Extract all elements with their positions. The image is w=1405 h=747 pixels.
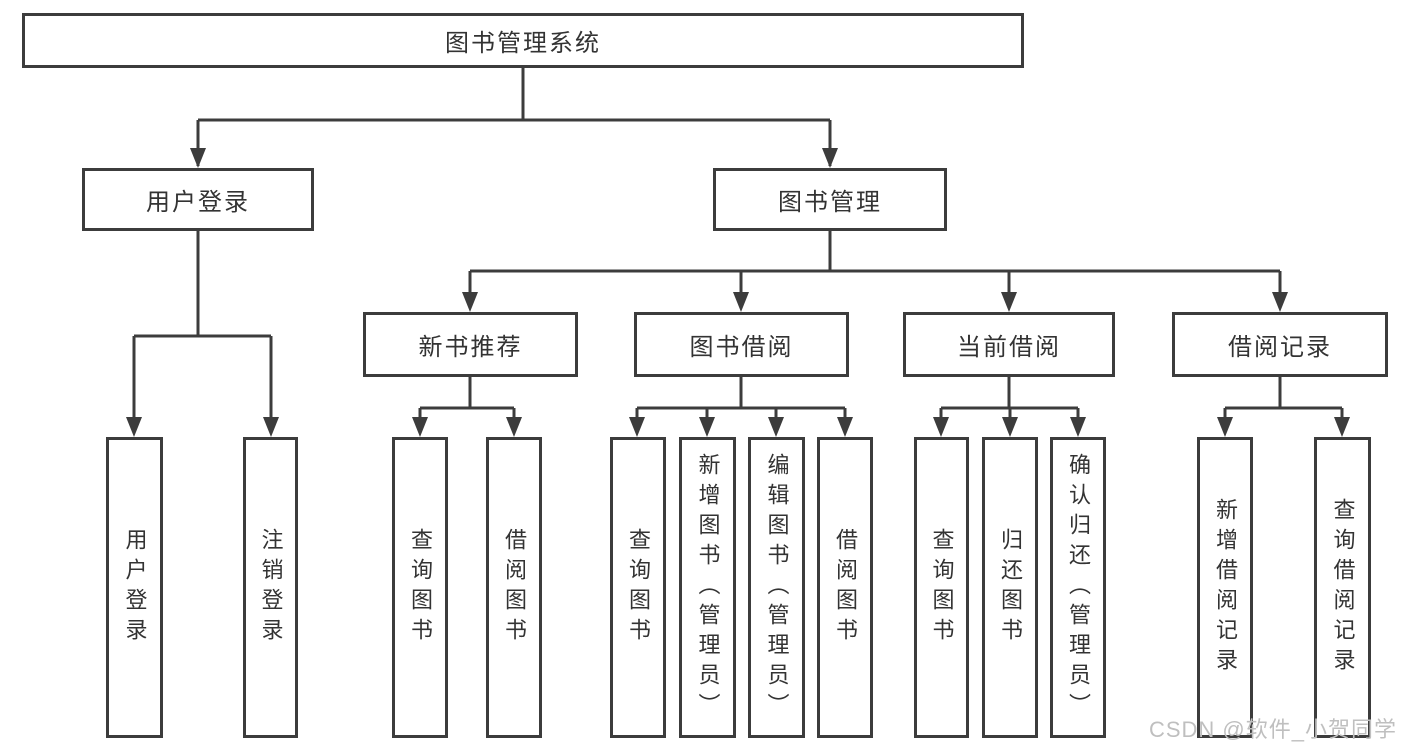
node-leaf-query-books-3: 查询图书 (914, 437, 969, 738)
node-leaf-add-borrow-record: 新增借阅记录 (1197, 437, 1253, 738)
node-leaf-query-borrow-record: 查询借阅记录 (1314, 437, 1371, 738)
node-leaf-borrow-books-2: 借阅图书 (817, 437, 873, 738)
node-new-book-recommendation: 新书推荐 (363, 312, 578, 377)
node-leaf-borrow-books-1: 借阅图书 (486, 437, 542, 738)
node-leaf-return-books: 归还图书 (982, 437, 1038, 738)
node-leaf-user-login: 用户登录 (106, 437, 163, 738)
node-book-management: 图书管理 (713, 168, 947, 231)
node-root-system: 图书管理系统 (22, 13, 1024, 68)
node-leaf-query-books-2: 查询图书 (610, 437, 666, 738)
csdn-watermark: CSDN @软件_小贺同学 (1148, 717, 1397, 742)
node-user-login: 用户登录 (82, 168, 314, 231)
node-leaf-add-books-admin: 新增图书（管理员） (679, 437, 736, 738)
node-leaf-confirm-return-admin: 确认归还（管理员） (1050, 437, 1106, 738)
node-leaf-edit-books-admin: 编辑图书（管理员） (748, 437, 805, 738)
node-book-borrowing: 图书借阅 (634, 312, 849, 377)
node-borrowing-records: 借阅记录 (1172, 312, 1388, 377)
node-leaf-query-books-1: 查询图书 (392, 437, 448, 738)
node-leaf-logout: 注销登录 (243, 437, 298, 738)
node-current-borrowing: 当前借阅 (903, 312, 1115, 377)
